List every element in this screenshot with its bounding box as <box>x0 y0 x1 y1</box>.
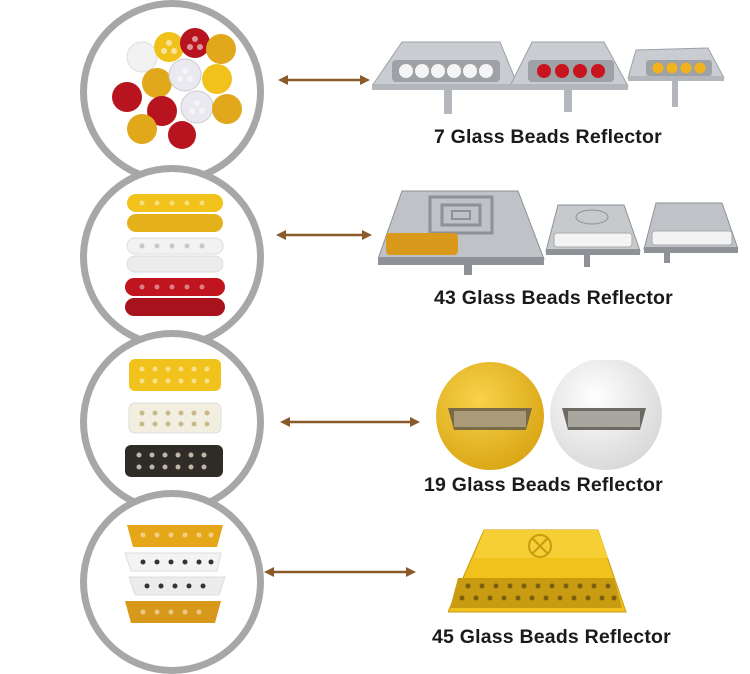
dome-road-studs-image <box>436 360 662 470</box>
row-19-beads: 19 Glass Beads Reflector <box>0 330 750 514</box>
reflector-caption: 43 Glass Beads Reflector <box>434 287 673 309</box>
round-reflector-lenses-image <box>112 28 242 149</box>
reflector-caption: 7 Glass Beads Reflector <box>434 126 662 148</box>
plastic-road-stud-image <box>448 529 627 613</box>
strip-lenses-image <box>125 359 223 477</box>
row-7-beads: 7 Glass Beads Reflector <box>0 0 750 184</box>
double-arrow-icon <box>280 417 420 427</box>
bead-samples-circle <box>80 490 264 674</box>
double-arrow-icon <box>278 75 370 85</box>
cast-aluminum-studs-image <box>378 190 738 275</box>
reflector-caption: 19 Glass Beads Reflector <box>424 474 663 496</box>
double-arrow-icon <box>276 230 372 240</box>
bead-samples-circle <box>80 165 264 349</box>
reflector-caption: 45 Glass Beads Reflector <box>432 626 671 648</box>
bead-samples-circle <box>80 330 264 514</box>
aluminum-road-studs-image <box>372 41 725 114</box>
row-43-beads: 43 Glass Beads Reflector <box>0 165 750 349</box>
bead-samples-circle <box>80 0 264 184</box>
row-45-beads: 45 Glass Beads Reflector <box>0 490 750 674</box>
strip-lenses-image <box>125 194 225 316</box>
strip-lenses-image <box>124 525 226 623</box>
double-arrow-icon <box>264 567 416 577</box>
